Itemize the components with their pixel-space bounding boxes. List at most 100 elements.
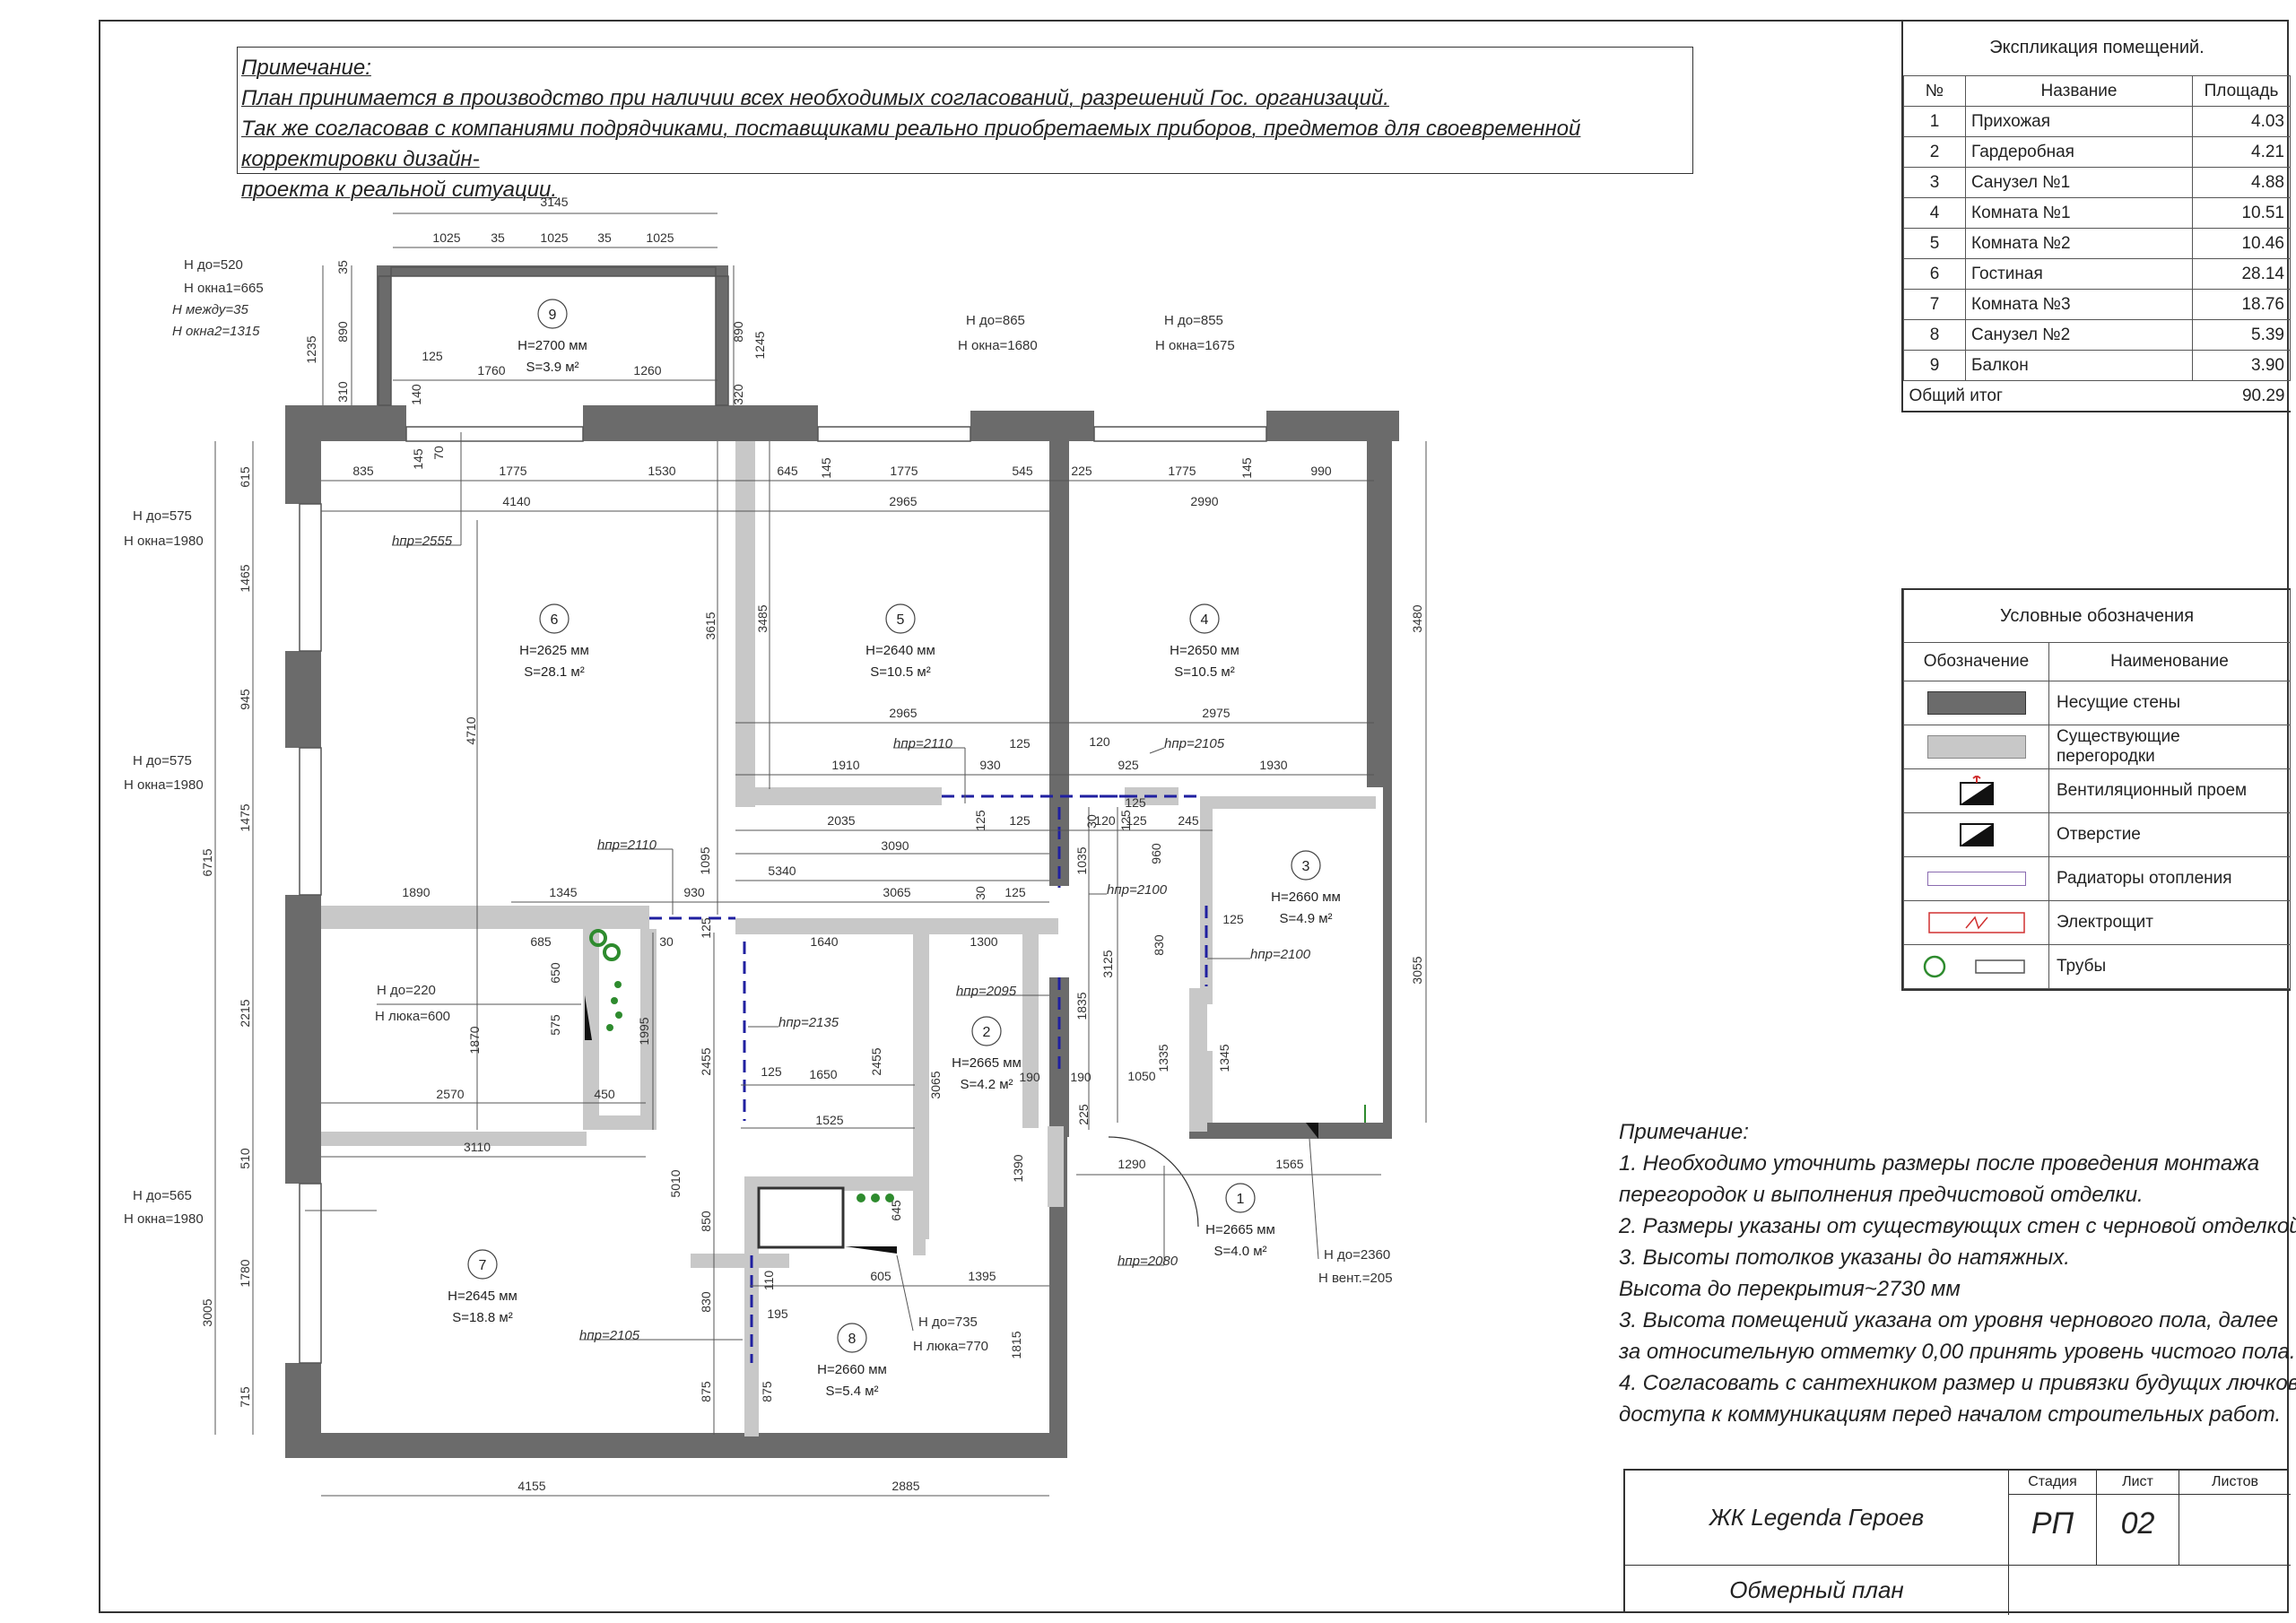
dimension-label: 1025: [432, 230, 460, 245]
partition: [913, 1228, 926, 1255]
room-height: H=2650 мм: [1170, 643, 1239, 658]
top-note-line: проекта к реальной ситуации.: [241, 178, 558, 202]
dimension-label: 645: [777, 464, 798, 478]
dimension-label: 1025: [646, 230, 674, 245]
dimension-label: 1260: [633, 363, 661, 378]
room-number: 4: [1201, 612, 1209, 628]
dimension-label: 1995: [637, 1017, 651, 1045]
legend-item-label: Вентиляционный проем: [2048, 768, 2291, 813]
legend-symbol-header: Обозначение: [1903, 642, 2049, 681]
room-area: 5.39: [2192, 319, 2291, 351]
dimension-label: 3145: [540, 195, 568, 209]
room-number-circle: [837, 1323, 867, 1353]
sheet-name: Обмерный план: [1625, 1566, 2009, 1615]
dimension-label: 1775: [1168, 464, 1196, 478]
pipe: [603, 943, 621, 961]
partition: [1200, 796, 1213, 1004]
room-number: 6: [1903, 258, 1966, 290]
dimension-label: 1565: [1275, 1157, 1303, 1171]
callout-label: H до=735: [918, 1315, 978, 1330]
dimension-label: 4710: [464, 716, 478, 744]
dimension-label: 125: [699, 917, 713, 939]
legend-table: Условные обозначения Обозначение Наимено…: [1901, 588, 2291, 991]
fixtures: [585, 929, 1366, 1254]
dimension-label: 4155: [517, 1479, 545, 1493]
room-number: 8: [848, 1332, 857, 1347]
dimension-label: 125: [422, 349, 443, 363]
legend-item-label: Существующие перегородки: [2048, 725, 2291, 769]
bottom-note-line: 2. Размеры указаны от существующих стен …: [1619, 1214, 2296, 1238]
dimension-label: 1050: [1127, 1069, 1155, 1083]
dimension-label: 3110: [464, 1140, 491, 1154]
bearing-wall: [377, 265, 728, 276]
room-area: S=3.9 м²: [526, 360, 578, 375]
callout-label: H окна=1680: [958, 338, 1038, 353]
dimension-label: 1095: [698, 846, 712, 874]
ceiling-height-label: hпр=2135: [778, 1015, 839, 1030]
dimension-label: 450: [594, 1087, 615, 1101]
dimension-label: 320: [731, 384, 745, 405]
room-number: 9: [1903, 350, 1966, 381]
room-number-circle: [971, 1016, 1002, 1046]
bearing-wall: [1049, 411, 1069, 886]
dimension-label: 2455: [699, 1047, 713, 1075]
dimension-label: 3090: [881, 838, 909, 853]
dimension-label: 1890: [402, 885, 430, 899]
legend-item-label: Электрощит: [2048, 900, 2291, 945]
partition: [1022, 929, 1039, 1128]
room-height: H=2625 мм: [519, 643, 589, 658]
dimension-label: 1775: [890, 464, 918, 478]
dimension-label: 190: [1070, 1070, 1091, 1084]
room-area: 4.03: [2192, 106, 2291, 137]
room-area: S=18.8 м²: [452, 1310, 512, 1325]
callout-label: H люка=770: [913, 1339, 988, 1354]
callout-label: H до=575: [133, 753, 192, 768]
pipe: [857, 1193, 865, 1202]
dimension-label: 545: [1012, 464, 1033, 478]
ceiling-height-label: hпр=2095: [956, 984, 1017, 999]
room-area: 18.76: [2192, 289, 2291, 320]
opening-icon: [1959, 823, 1994, 846]
ceiling-height-label: hпр=2110: [597, 838, 657, 853]
partition: [583, 929, 599, 1130]
vent-opening: [1306, 1123, 1318, 1139]
room-name: Комната №2: [1965, 228, 2193, 259]
explication-title: Экспликация помещений.: [1903, 20, 2291, 76]
dimension-label: 1870: [467, 1026, 482, 1054]
dimension-label: 1290: [1118, 1157, 1145, 1171]
top-note-line: План принимается в производство при нали…: [241, 86, 1389, 110]
top-note-title: Примечание:: [241, 56, 371, 80]
room-area: 3.90: [2192, 350, 2291, 381]
legend-symbol: [1903, 768, 2049, 813]
bottom-note: Примечание: 1. Необходимо уточнить разме…: [1619, 1116, 2296, 1430]
explication-table: Экспликация помещений. № Название Площад…: [1901, 20, 2291, 412]
dimension-label: 125: [761, 1064, 782, 1079]
room-number: 5: [897, 612, 905, 628]
dimension-label: 1300: [970, 934, 997, 949]
legend-symbol: [1903, 812, 2049, 857]
room-name: Комната №3: [1965, 289, 2193, 320]
bottom-note-line: Высота до перекрытия~2730 мм: [1619, 1277, 1961, 1301]
dimension-label: 1475: [238, 803, 252, 831]
legend-item-label: Несущие стены: [2048, 681, 2291, 725]
room-number-circle: [1189, 603, 1220, 634]
room-area: S=4.9 м²: [1279, 911, 1332, 926]
callout-label: H между=35: [172, 302, 249, 317]
dimension-label: 1335: [1156, 1044, 1170, 1072]
room-name: Прихожая: [1965, 106, 2193, 137]
dimension-label: 125: [1118, 810, 1133, 831]
room-name: Гостиная: [1965, 258, 2193, 290]
dimension-label: 310: [335, 381, 350, 403]
bearing-wall: [716, 265, 728, 411]
legend-item-label: Трубы: [2048, 944, 2291, 989]
bottom-note-line: 3. Высоты потолков указаны до натяжных.: [1619, 1245, 2070, 1270]
room-area: S=10.5 м²: [870, 664, 930, 680]
dimension-label: 1835: [1074, 992, 1089, 1020]
dimension-label: 875: [699, 1381, 713, 1402]
dimension-label: 1525: [815, 1113, 843, 1127]
